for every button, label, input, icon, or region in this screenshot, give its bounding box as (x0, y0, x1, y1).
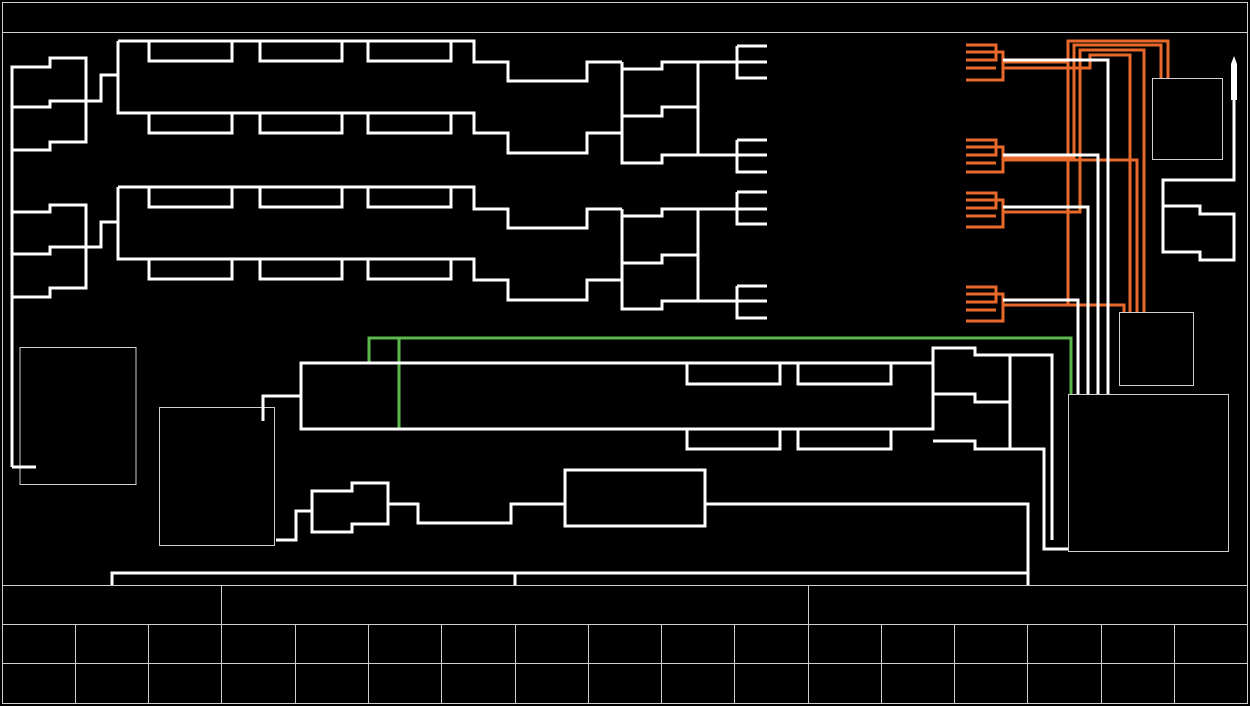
orange-wiring (966, 39, 1170, 323)
component-boxes (19, 78, 1229, 552)
component-box-mid-right (1119, 312, 1194, 386)
green-wiring (367, 336, 1073, 429)
title-block (2, 585, 1248, 704)
component-box-top-right (1152, 78, 1223, 160)
component-box-left (19, 347, 137, 485)
component-box-large-right (1068, 394, 1229, 552)
component-box-middle (159, 407, 275, 546)
white-wiring (10, 39, 1236, 585)
terminal-arrow-icon (1231, 56, 1237, 100)
